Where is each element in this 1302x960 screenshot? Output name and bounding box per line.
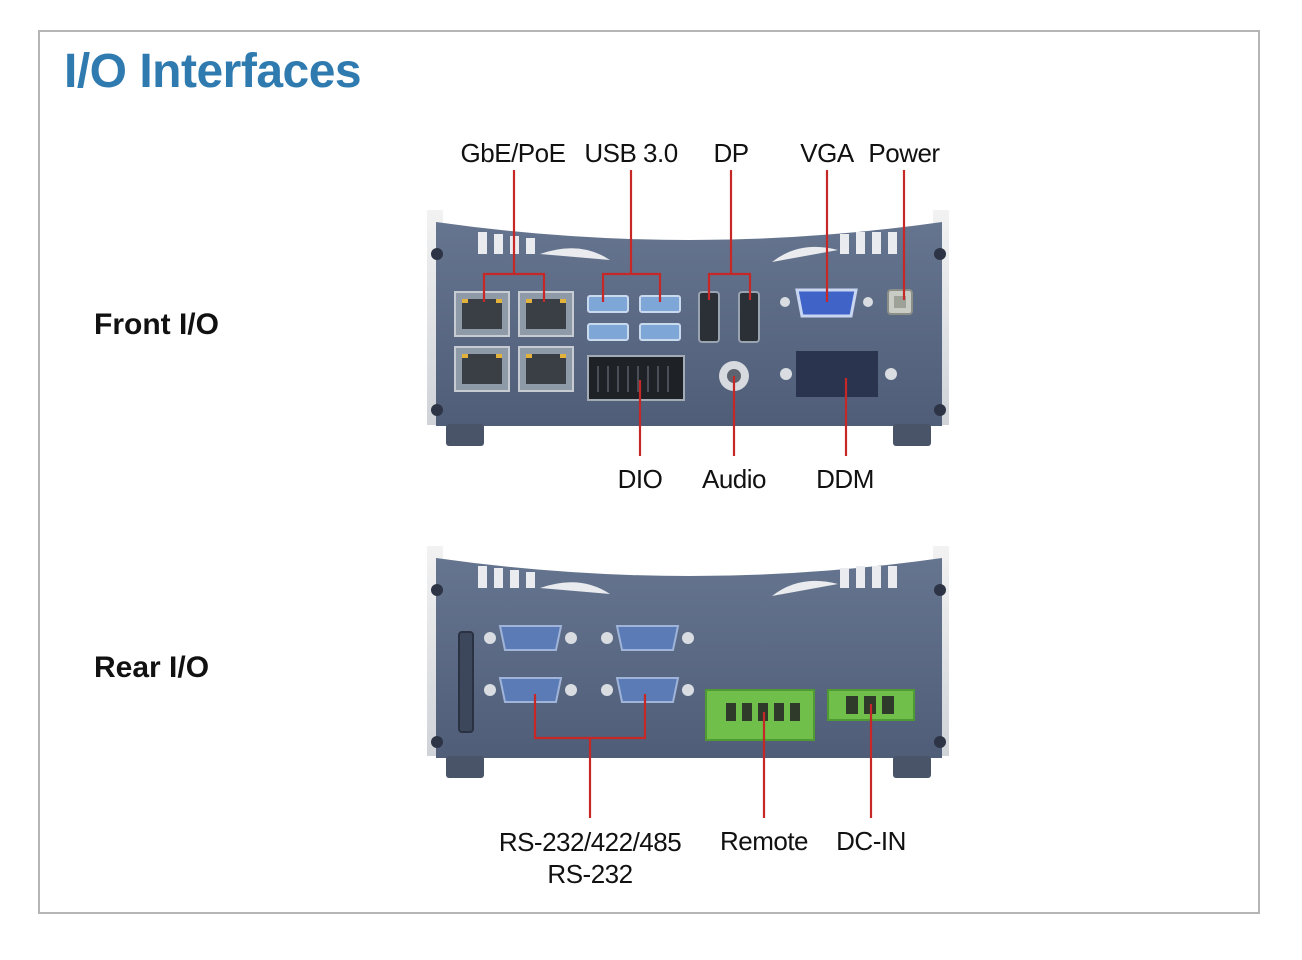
content-frame <box>38 30 1260 914</box>
callout-ddm: DDM <box>816 464 874 494</box>
remote-terminal <box>705 689 815 741</box>
front-io-label: Front I/O <box>94 308 219 341</box>
rear-chassis <box>427 546 949 778</box>
gbe-poe-ports <box>454 291 574 392</box>
callout-serial-line1: RS-232/422/485 <box>498 827 682 857</box>
dio-connector <box>587 355 685 401</box>
callout-usb: USB 3.0 <box>584 138 678 168</box>
ddm-port <box>780 351 897 397</box>
callout-serial-line2: RS-232 <box>547 859 633 889</box>
rear-io-label: Rear I/O <box>94 651 210 684</box>
callout-serial: RS-232/422/485 RS-232 <box>498 826 682 890</box>
callout-dp: DP <box>713 138 749 168</box>
front-chassis <box>427 210 949 446</box>
leader-lines <box>482 170 906 818</box>
callout-power: Power <box>868 138 940 168</box>
power-button <box>887 289 913 315</box>
page-title: I/O Interfaces <box>64 45 362 98</box>
dp-ports <box>698 291 760 343</box>
callout-gbe-poe: GbE/PoE <box>460 138 566 168</box>
callout-vga: VGA <box>800 138 854 168</box>
vga-port <box>780 288 873 318</box>
callout-dio: DIO <box>617 464 663 494</box>
callout-dc-in: DC-IN <box>836 826 906 856</box>
callout-remote: Remote <box>719 826 809 856</box>
usb-ports <box>587 295 681 341</box>
callout-audio: Audio <box>702 464 767 494</box>
serial-ports <box>484 625 694 703</box>
